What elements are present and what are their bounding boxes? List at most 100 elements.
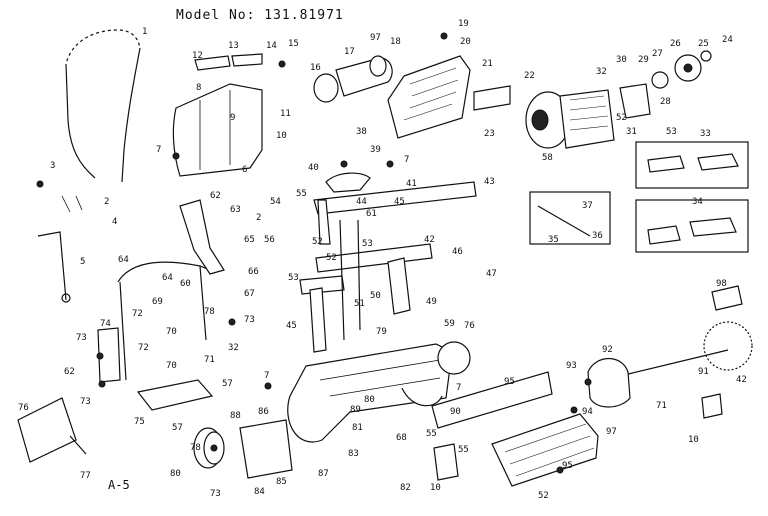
callout-52d: 52	[538, 491, 549, 501]
callout-34: 34	[692, 197, 703, 207]
callout-21: 21	[482, 59, 493, 69]
callout-87: 87	[318, 469, 329, 479]
callout-63: 63	[230, 205, 241, 215]
callout-61: 61	[366, 209, 377, 219]
callout-43: 43	[484, 177, 495, 187]
callout-71b: 71	[656, 401, 667, 411]
callout-27: 27	[652, 49, 663, 59]
wheel	[193, 419, 293, 479]
callout-94: 94	[582, 407, 593, 417]
callout-52b: 52	[312, 237, 323, 247]
kit-boxes	[529, 141, 749, 253]
callout-97b: 97	[606, 427, 617, 437]
callout-75: 75	[134, 417, 145, 427]
callout-19: 19	[458, 19, 469, 29]
callout-52c: 52	[326, 253, 337, 263]
callout-72: 72	[132, 309, 143, 319]
callout-42: 42	[424, 235, 435, 245]
callout-64: 64	[118, 255, 129, 265]
callout-50: 50	[370, 291, 381, 301]
callout-85: 85	[276, 477, 287, 487]
engine	[525, 89, 615, 149]
callout-81: 81	[352, 423, 363, 433]
callout-39: 39	[370, 145, 381, 155]
tine-shield	[431, 371, 599, 487]
callout-91: 91	[698, 367, 709, 377]
callout-80: 80	[364, 395, 375, 405]
callout-6: 6	[242, 165, 247, 175]
callout-30: 30	[616, 55, 627, 65]
callout-62: 62	[210, 191, 221, 201]
handle-rod	[37, 195, 83, 303]
callout-86: 86	[258, 407, 269, 417]
callout-13: 13	[228, 41, 239, 51]
callout-58: 58	[542, 153, 553, 163]
callout-41: 41	[406, 179, 417, 189]
callout-76b: 76	[464, 321, 475, 331]
callout-95: 95	[504, 377, 515, 387]
callout-57: 57	[222, 379, 233, 389]
page-label: A-5	[108, 478, 130, 492]
callout-26: 26	[670, 39, 681, 49]
callout-46: 46	[452, 247, 463, 257]
tine-axle	[433, 285, 753, 481]
callout-89: 89	[350, 405, 361, 415]
callout-69: 69	[152, 297, 163, 307]
callout-3: 3	[50, 161, 55, 171]
callout-79: 79	[376, 327, 387, 337]
callout-74: 74	[100, 319, 111, 329]
callout-78: 78	[204, 307, 215, 317]
callout-76: 76	[18, 403, 29, 413]
tube-parts	[313, 55, 393, 103]
callout-25: 25	[698, 39, 709, 49]
callout-16: 16	[310, 63, 321, 73]
callout-57b: 57	[172, 423, 183, 433]
callout-73d: 73	[210, 489, 221, 499]
callout-73: 73	[244, 315, 255, 325]
callout-83: 83	[348, 449, 359, 459]
callout-1: 1	[142, 27, 147, 37]
callout-7b: 7	[404, 155, 409, 165]
callout-31: 31	[626, 127, 637, 137]
callout-51: 51	[354, 299, 365, 309]
callout-84: 84	[254, 487, 265, 497]
callout-20: 20	[460, 37, 471, 47]
callout-2: 2	[104, 197, 109, 207]
callout-35: 35	[548, 235, 559, 245]
model-title: Model No: 131.81971	[176, 8, 344, 23]
callout-44: 44	[356, 197, 367, 207]
callout-7c: 7	[264, 371, 269, 381]
callout-32b: 32	[228, 343, 239, 353]
callout-72b: 72	[138, 343, 149, 353]
callout-80b: 80	[170, 469, 181, 479]
model-number: 131.81971	[264, 8, 344, 23]
callout-70b: 70	[166, 361, 177, 371]
callout-70: 70	[166, 327, 177, 337]
callout-55: 55	[296, 189, 307, 199]
callout-64b: 64	[162, 273, 173, 283]
callout-14: 14	[266, 41, 277, 51]
handle-frame	[97, 199, 225, 411]
callout-labels: 1 2 3 4 5 6 7 8 9 10 11 12 13 14 15 16 1…	[18, 19, 747, 501]
callout-49: 49	[426, 297, 437, 307]
callout-60: 60	[180, 279, 191, 289]
callout-53: 53	[666, 127, 677, 137]
callout-93: 93	[566, 361, 577, 371]
callout-5: 5	[80, 257, 85, 267]
callout-71: 71	[204, 355, 215, 365]
callout-77: 77	[80, 471, 91, 481]
callout-40: 40	[308, 163, 319, 173]
model-label: Model No:	[176, 8, 256, 23]
callout-68: 68	[396, 433, 407, 443]
callout-8: 8	[196, 83, 201, 93]
callout-4: 4	[112, 217, 117, 227]
callout-53b: 53	[362, 239, 373, 249]
callout-33: 33	[700, 129, 711, 139]
callout-32: 32	[596, 67, 607, 77]
callout-22: 22	[524, 71, 535, 81]
callout-52: 52	[616, 113, 627, 123]
callout-24: 24	[722, 35, 733, 45]
callout-88: 88	[230, 411, 241, 421]
callout-65: 65	[244, 235, 255, 245]
